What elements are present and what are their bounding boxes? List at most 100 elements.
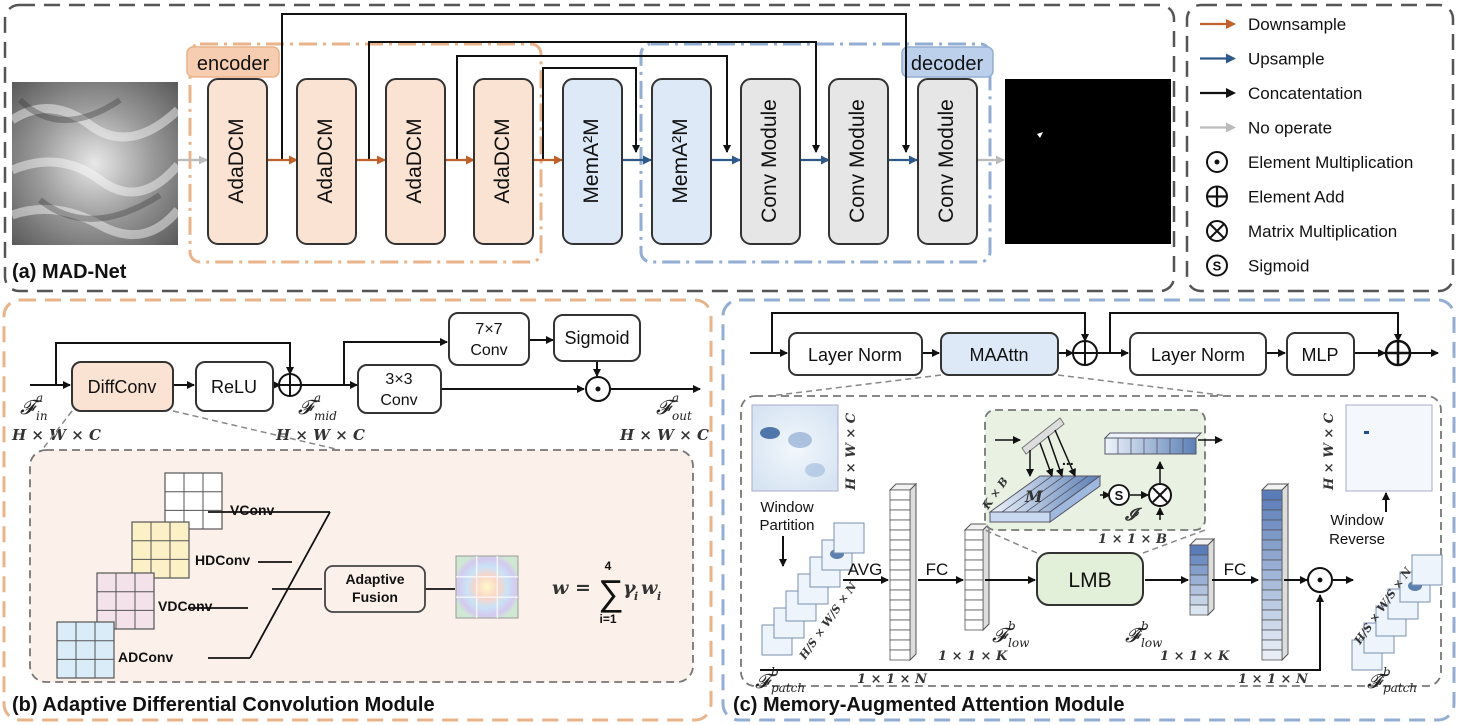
patch (833, 522, 865, 554)
svg-text:w =: w = (552, 577, 591, 599)
svg-text:in: in (36, 409, 48, 423)
legend-label: Downsample (1248, 15, 1346, 34)
fc2-label: FC (1224, 560, 1247, 579)
memory-output-vector (1103, 432, 1203, 455)
input-heatmap (751, 404, 839, 492)
svg-text:mid: mid (314, 409, 337, 423)
svg-text:i: i (634, 590, 638, 603)
svg-text:1 × 1 × K: 1 × 1 × K (938, 649, 1008, 664)
mlp-label: MLP (1301, 345, 1338, 365)
sigmoid-icon: S (1108, 484, 1130, 506)
adaptive-fusion-box (324, 565, 426, 613)
block-2: AdaDCM (296, 78, 357, 245)
block-label: AdaDCM (491, 118, 514, 203)
otimes-icon (1206, 220, 1228, 242)
svg-text:a: a (36, 391, 43, 405)
output-mask (1005, 79, 1171, 244)
kernel-label: VDConv (158, 598, 213, 614)
svg-text:out: out (672, 409, 692, 423)
encoder-region (188, 42, 543, 264)
vector-fc2 (1260, 482, 1290, 662)
svg-text:Window: Window (760, 499, 814, 516)
patch-stack-left (761, 522, 865, 656)
svg-text:i=1: i=1 (599, 612, 616, 626)
svg-text:1 × 1 × B: 1 × 1 × B (1098, 532, 1167, 547)
svg-text:w: w (641, 577, 658, 599)
svg-text:S: S (1115, 488, 1124, 503)
conv7-line2: Conv (470, 342, 507, 359)
legend-item: Upsample (1200, 50, 1325, 69)
maattn-label: MAAttn (969, 345, 1028, 365)
layer-norm-1-label: Layer Norm (808, 345, 902, 365)
panel-c-border (721, 298, 1456, 722)
fc1-label: FC (926, 560, 949, 579)
lmb-label: LMB (1068, 569, 1111, 592)
sigmoid-box (553, 314, 641, 362)
block-label: AdaDCM (314, 118, 337, 203)
layer-norm-2-label: Layer Norm (1151, 345, 1245, 365)
kernel-label: HDConv (195, 552, 250, 568)
conv3-box (357, 364, 442, 414)
panel-a-caption: (a) MAD-Net (12, 261, 127, 283)
svg-text:1 × 1 × N: 1 × 1 × N (857, 672, 928, 687)
f-low-label: 𝓕 b low (992, 619, 1030, 650)
legend-label: Upsample (1248, 50, 1325, 69)
f-patch-label: 𝓕 b patch (755, 665, 805, 695)
svg-text:Reverse: Reverse (1329, 531, 1385, 548)
svg-text:i: i (657, 590, 661, 603)
decoder-tag (901, 46, 994, 78)
conv7-line1: 7×7 (475, 321, 502, 338)
kernel-label: VConv (230, 502, 275, 518)
dim-hwc-left: H × W × C (844, 412, 859, 491)
kernel-vdconv (96, 572, 155, 630)
fusion-lines (188, 511, 455, 659)
feature-vectors (888, 482, 1290, 662)
panel-b-flow (30, 336, 701, 393)
patch-stack-right (1351, 554, 1443, 671)
odot-icon (585, 376, 611, 402)
svg-text:a: a (672, 391, 679, 405)
dim-mid: H × W × C (275, 426, 365, 444)
block-label: MemA²M (580, 118, 603, 203)
block-label: Conv Module (846, 99, 869, 223)
svg-text:Partition: Partition (759, 517, 814, 534)
panel-c-caption: (c) Memory-Augmented Attention Module (733, 694, 1124, 716)
input-image (9, 82, 182, 245)
svg-text:4: 4 (605, 559, 612, 573)
svg-text:Fusion: Fusion (352, 589, 398, 605)
patch (1411, 554, 1443, 586)
svg-text:low: low (1141, 636, 1163, 650)
dim-hwc-right: H × W × C (1322, 412, 1337, 491)
legend-item: Downsample (1200, 15, 1346, 34)
conv7-box (448, 312, 530, 366)
kernel-adconv (56, 621, 115, 679)
dim-in: H × W × C (11, 426, 101, 444)
block-9: Conv Module (917, 78, 978, 245)
maattn-box (940, 332, 1059, 376)
block-label: MemA²M (669, 118, 692, 203)
kernel-hdconv (131, 521, 190, 579)
block-label: Conv Module (758, 99, 781, 223)
legend-label: Concatentation (1248, 84, 1362, 103)
f-patch-hat-label: 𝓕̂ b patch (1367, 665, 1417, 695)
diffconv-box (71, 361, 174, 412)
panel-b-caption: (b) Adaptive Differential Convolution Mo… (12, 694, 435, 716)
lmb-box (1036, 552, 1144, 606)
legend-item: No operate (1200, 119, 1332, 138)
vector-avg (888, 482, 918, 662)
block-label: Conv Module (935, 99, 958, 223)
svg-text:b: b (771, 665, 779, 679)
block-label: AdaDCM (403, 118, 426, 203)
block-6: MemA²M (651, 78, 712, 245)
legend-item: Element Multiplication (1206, 151, 1413, 173)
layer-norm-1-box (788, 332, 923, 376)
encoder-label: encoder (197, 53, 270, 75)
sigmoid-label: Sigmoid (564, 328, 629, 348)
oplus-icon (1384, 339, 1412, 367)
f-mid-label: 𝓕 a mid (298, 391, 337, 423)
legend-item: Concatentation (1200, 84, 1362, 103)
svg-text:Window: Window (1330, 512, 1384, 529)
svg-text:patch: patch (1383, 681, 1417, 695)
